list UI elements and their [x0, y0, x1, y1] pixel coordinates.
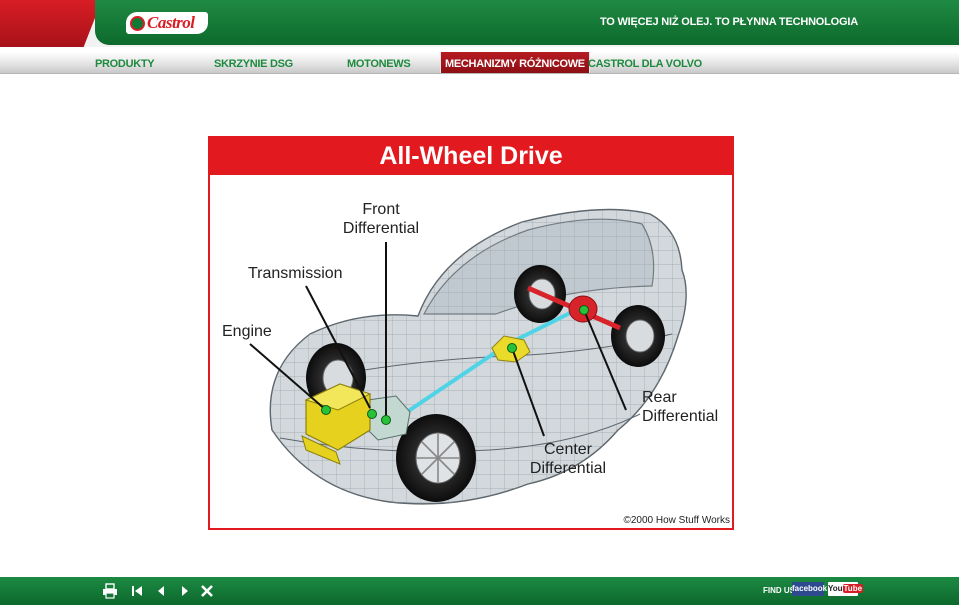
marker-rear-differential — [579, 305, 589, 315]
previous-icon — [158, 586, 164, 596]
marker-engine — [321, 405, 331, 415]
leader-line-rear-differential — [583, 309, 627, 411]
awd-car-illustration — [249, 208, 687, 505]
previous-button[interactable] — [152, 582, 170, 600]
castrol-logo-text: Castrol — [147, 13, 195, 32]
nav-item-produkty[interactable]: PRODUKTY — [95, 58, 155, 70]
nav-item-mechanizmy-roznicowe[interactable]: MECHANIZMY RÓŻNICOWE — [440, 52, 590, 73]
main-nav: PRODUKTY SKRZYNIE DSG MOTONEWS MECHANIZM… — [0, 52, 959, 74]
leader-line-transmission — [305, 285, 371, 409]
close-button[interactable] — [198, 582, 216, 600]
marker-transmission — [367, 409, 377, 419]
marker-center-differential — [507, 343, 517, 353]
marker-front-differential — [381, 415, 391, 425]
nav-item-castrol-dla-volvo[interactable]: CASTROL DLA VOLVO — [588, 58, 702, 70]
nav-item-skrzynie-dsg[interactable]: SKRZYNIE DSG — [214, 58, 293, 70]
wheel-front-right — [396, 414, 476, 502]
first-page-icon — [132, 586, 142, 596]
header-green-band — [95, 0, 959, 45]
next-button[interactable] — [176, 582, 194, 600]
header: Castrol TO WIĘCEJ NIŻ OLEJ. TO PŁYNNA TE… — [0, 0, 959, 47]
awd-diagram: All-Wheel Drive Front Differential Trans… — [208, 136, 734, 530]
next-icon — [182, 586, 188, 596]
print-button[interactable] — [101, 582, 119, 600]
youtube-button[interactable]: YouTube — [828, 582, 864, 596]
footer-toolbar: FIND US: facebook YouTube — [0, 577, 959, 605]
leader-line-engine — [249, 343, 327, 411]
header-tagline: TO WIĘCEJ NIŻ OLEJ. TO PŁYNNA TECHNOLOGI… — [599, 16, 858, 28]
find-us-label: FIND US: — [763, 586, 798, 595]
engine-unit — [301, 383, 372, 465]
label-center-differential: Center Differential — [529, 441, 607, 477]
castrol-logo[interactable]: Castrol — [126, 12, 208, 34]
leader-line-center-differential — [511, 347, 545, 437]
printer-icon — [103, 583, 117, 599]
facebook-button[interactable]: facebook — [792, 582, 827, 596]
youtube-tube-text: Tube — [842, 584, 864, 593]
first-page-button[interactable] — [128, 582, 146, 600]
wheel-rear-right — [611, 305, 665, 367]
diagram-title: All-Wheel Drive — [210, 138, 732, 175]
label-transmission: Transmission — [248, 265, 343, 282]
close-icon — [201, 585, 213, 597]
label-engine: Engine — [222, 323, 272, 340]
youtube-you-text: You — [828, 584, 843, 593]
label-rear-differential: Rear Differential — [642, 389, 719, 425]
nav-item-motonews[interactable]: MOTONEWS — [347, 58, 411, 70]
diagram-copyright: ©2000 How Stuff Works — [623, 515, 731, 526]
header-red-tab — [0, 0, 102, 47]
label-front-differential: Front Differential — [342, 201, 420, 237]
castrol-logo-icon — [130, 15, 145, 31]
